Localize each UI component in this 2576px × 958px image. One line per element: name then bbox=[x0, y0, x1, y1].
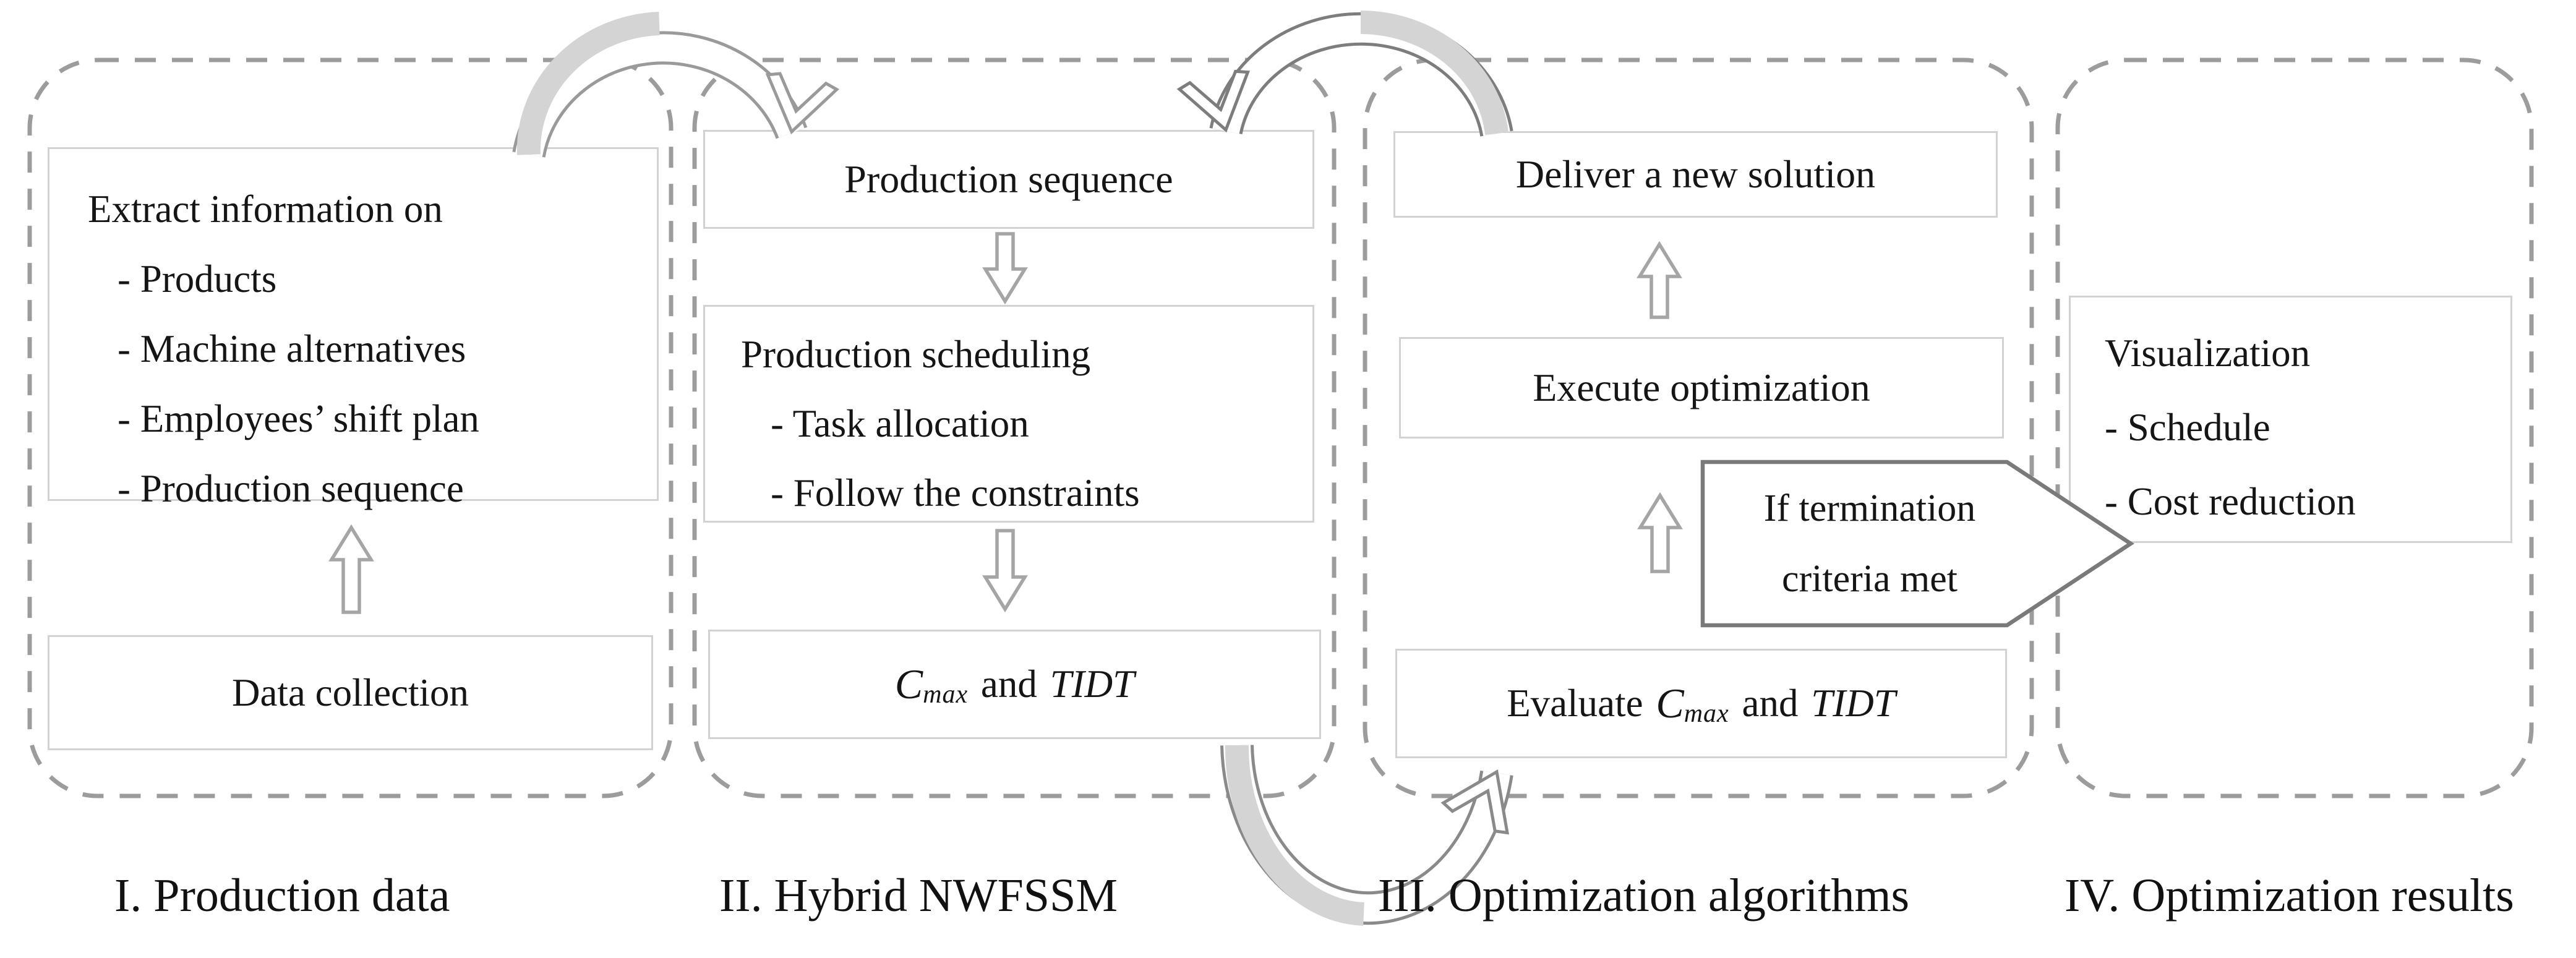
tidt-symbol: TIDT bbox=[1050, 662, 1135, 706]
production-sequence-box: Production sequence bbox=[703, 130, 1314, 229]
production-sequence-label: Production sequence bbox=[844, 157, 1173, 201]
extract-item-production-sequence: - Production sequence bbox=[118, 467, 464, 510]
arc-arrow-iii-to-ii-icon bbox=[1176, 11, 1513, 137]
visualization-box: Visualization - Schedule - Cost reductio… bbox=[2069, 296, 2512, 543]
deliver-new-solution-box: Deliver a new solution bbox=[1393, 131, 1998, 218]
extract-information-title: Extract information on bbox=[88, 187, 443, 231]
cmax-subscript: max bbox=[923, 680, 969, 709]
evaluate-cmax-symbol: C bbox=[1656, 680, 1684, 727]
cmax-symbol: C bbox=[894, 661, 923, 708]
data-collection-box: Data collection bbox=[48, 635, 653, 750]
execute-optimization-label: Execute optimization bbox=[1533, 366, 1870, 409]
termination-criteria-callout: If termination criteria met bbox=[1703, 462, 2007, 625]
down-arrow-icon-sequence-to-scheduling bbox=[982, 232, 1028, 305]
execute-optimization-box: Execute optimization bbox=[1399, 337, 2004, 438]
scheduling-item-task-allocation: - Task allocation bbox=[771, 402, 1029, 445]
section-label-hybrid-nwfssm: II. Hybrid NWFSSM bbox=[719, 870, 1118, 922]
evaluate-tidt-symbol: TIDT bbox=[1811, 682, 1896, 725]
termination-line1: If termination bbox=[1763, 487, 1976, 529]
up-arrow-icon-evaluate-to-execute bbox=[1637, 492, 1683, 573]
visualization-title: Visualization bbox=[2105, 331, 2311, 375]
deliver-new-solution-label: Deliver a new solution bbox=[1515, 152, 1876, 196]
scheduling-item-constraints: - Follow the constraints bbox=[771, 471, 1140, 515]
extract-item-products: - Products bbox=[118, 257, 277, 301]
visualization-item-cost-reduction: - Cost reduction bbox=[2105, 480, 2356, 523]
data-collection-label: Data collection bbox=[231, 670, 469, 714]
extract-item-machine-alternatives: - Machine alternatives bbox=[118, 327, 466, 370]
production-scheduling-title: Production scheduling bbox=[741, 333, 1091, 376]
extract-item-shift-plan: - Employees’ shift plan bbox=[118, 397, 479, 440]
and-text: and bbox=[980, 662, 1037, 706]
up-arrow-icon-data-to-extract bbox=[328, 524, 374, 614]
evaluate-text: Evaluate bbox=[1507, 682, 1643, 725]
section-label-production-data: I. Production data bbox=[114, 870, 450, 922]
section-label-optimization-results: IV. Optimization results bbox=[2065, 870, 2514, 922]
section-label-optimization-algorithms: III. Optimization algorithms bbox=[1378, 870, 1910, 922]
up-arrow-icon-execute-to-deliver bbox=[1637, 241, 1682, 319]
evaluate-cmax-subscript: max bbox=[1684, 699, 1729, 728]
down-arrow-icon-scheduling-to-cmax bbox=[982, 529, 1028, 613]
evaluate-and-text: and bbox=[1742, 682, 1799, 725]
production-scheduling-box: Production scheduling - Task allocation … bbox=[703, 305, 1314, 523]
visualization-item-schedule: - Schedule bbox=[2105, 406, 2270, 449]
termination-line2: criteria met bbox=[1782, 558, 1958, 600]
extract-information-box: Extract information on - Products - Mach… bbox=[48, 147, 659, 510]
